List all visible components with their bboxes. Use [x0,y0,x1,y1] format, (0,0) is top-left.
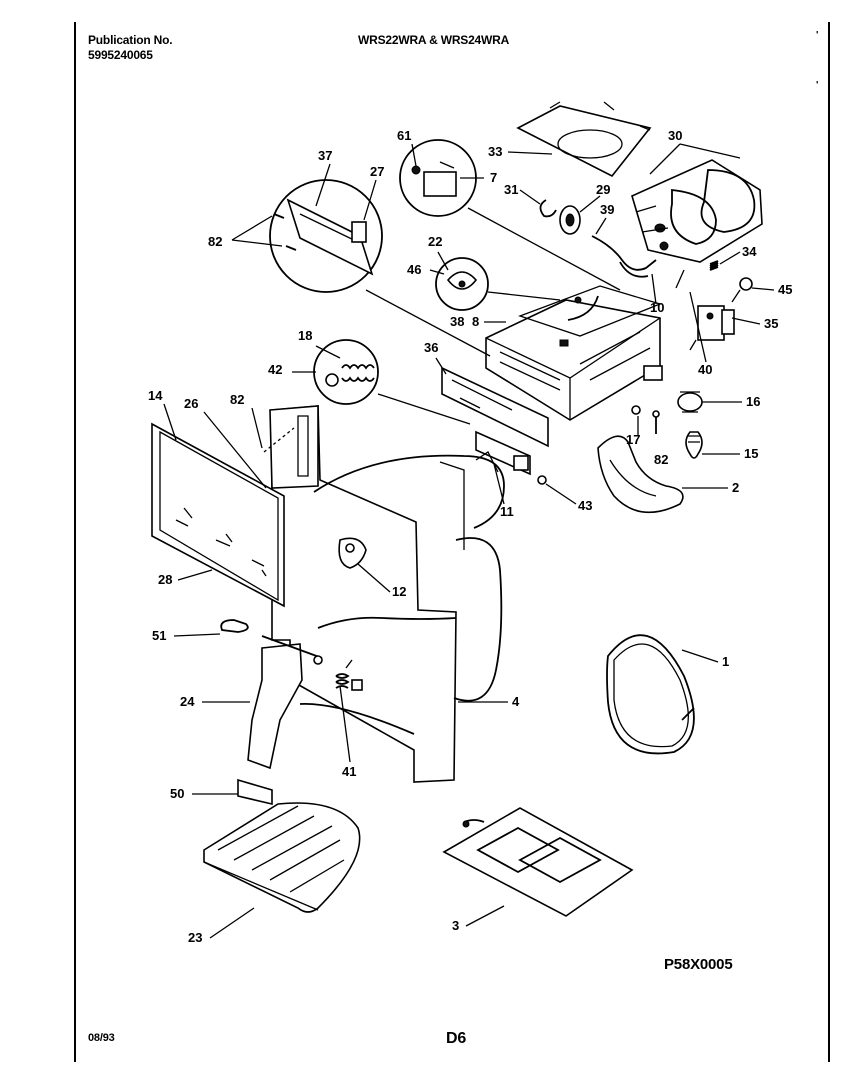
spring-41 [335,659,353,689]
dispenser-housing [485,285,663,421]
clip-31 [539,199,557,218]
callout-82-a: 82 [208,234,222,249]
cover-plate-33 [516,101,652,178]
callout-11: 11 [500,504,514,519]
callout-8: 8 [472,314,479,329]
bracket-11 [475,430,531,476]
solenoid-35 [689,305,735,351]
post-82 [263,405,319,489]
callout-3: 3 [452,918,459,933]
callout-37: 37 [318,148,332,163]
callout-36: 36 [424,340,438,355]
screw-45 [731,277,753,303]
detail-circle-37 [269,179,383,293]
actuator-16 [677,391,703,413]
model-title: WRS22WRA & WRS24WRA [358,33,510,47]
drip-tray-23 [203,802,361,913]
holder-12 [338,537,367,569]
callout-31: 31 [504,182,518,197]
callout-61: 61 [397,128,411,143]
callout-29: 29 [596,182,610,197]
callout-leaders [163,143,775,939]
screw-17 [631,405,641,415]
callout-17: 17 [626,432,640,447]
callout-33: 33 [488,144,502,159]
callout-30: 30 [668,128,682,143]
callout-39: 39 [600,202,614,217]
corner-mark-2: ' [816,80,819,91]
gasket-1 [606,634,695,755]
callout-34: 34 [742,244,757,259]
callout-12: 12 [392,584,406,599]
callout-40: 40 [698,362,712,377]
callout-labels: 61 30 33 37 27 7 31 29 39 82 22 34 46 45… [148,128,792,945]
callout-24: 24 [180,694,195,709]
pad-50 [237,778,273,806]
fan-blade-29 [559,205,581,235]
motor-wire-39 [591,235,657,278]
callout-43: 43 [578,498,592,513]
callout-38: 38 [450,314,464,329]
screw-43 [537,475,547,485]
dispenser-cabinet-4 [271,405,505,783]
callout-2: 2 [732,480,739,495]
callout-51: 51 [152,628,166,643]
callout-82-c: 82 [230,392,244,407]
detail-leader-lines [365,207,621,425]
diagram-code: P58X0005 [664,956,733,973]
callout-45: 45 [778,282,792,297]
fan-shroud-30 [631,159,763,263]
detail-circle-22 [435,257,489,311]
spring-34 [675,260,719,289]
callout-35: 35 [764,316,778,331]
callout-41: 41 [342,764,356,779]
clip-51 [220,619,249,633]
callout-10: 10 [650,300,664,315]
panel-36 [441,366,549,448]
callout-46: 46 [407,262,421,277]
callout-18: 18 [298,328,312,343]
callout-7: 7 [490,170,497,185]
bulb-15 [685,431,703,459]
callout-23: 23 [188,930,202,945]
footer-date: 08/93 [88,1032,115,1044]
corner-mark: ' [816,30,819,41]
callout-42: 42 [268,362,282,377]
publication-label: Publication No. [88,33,173,47]
chute-2 [597,435,684,514]
heater-3 [442,807,634,917]
screw-82-b [652,410,660,434]
callout-15: 15 [744,446,758,461]
callout-1: 1 [722,654,729,669]
callout-26: 26 [184,396,198,411]
front-plate-14 [151,422,285,608]
actuator-arm-24 [247,635,323,770]
publication-number: 5995240065 [88,48,153,62]
callout-14: 14 [148,388,163,403]
callout-4: 4 [512,694,520,709]
page-number: D6 [446,1030,467,1047]
callout-22: 22 [428,234,442,249]
callout-27: 27 [370,164,384,179]
callout-28: 28 [158,572,172,587]
page-border [74,22,830,1062]
callout-82-b: 82 [654,452,668,467]
callout-16: 16 [746,394,760,409]
callout-50: 50 [170,786,184,801]
